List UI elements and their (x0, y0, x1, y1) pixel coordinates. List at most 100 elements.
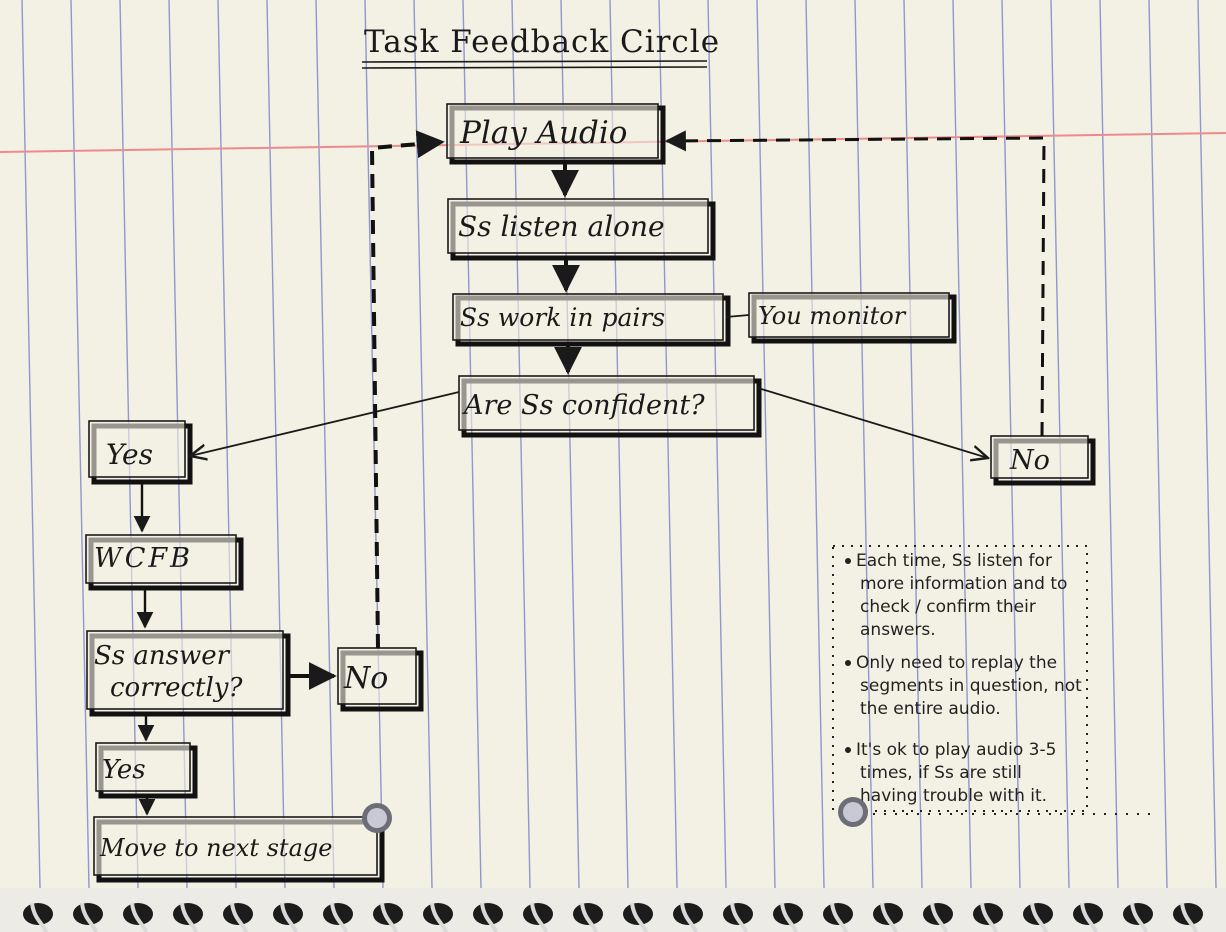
ruled-line (364, 0, 384, 889)
note-line: Each time, Ss listen for (856, 551, 1052, 571)
spiral-wire (730, 902, 748, 932)
ruled-line (756, 0, 776, 889)
spiral-wire (330, 902, 348, 932)
spiral-loop (1023, 903, 1053, 925)
ruled-line (1148, 0, 1168, 889)
spiral-wire (1130, 902, 1148, 932)
note-line: having trouble with it. (860, 786, 1047, 806)
node-next-stage: Move to next stage (93, 816, 385, 883)
diagram-title: Task Feedback Circle (364, 24, 720, 60)
spiral-wire (580, 902, 598, 932)
spiral-wire (880, 902, 898, 932)
note-bullet (845, 747, 851, 753)
note-line: answers. (860, 620, 936, 640)
spiral-loop (673, 903, 703, 925)
ruled-line (952, 0, 972, 889)
arrow-to-yes (190, 391, 460, 456)
node-listen-alone: Ss listen alone (447, 198, 716, 261)
spiral-binding (23, 902, 1203, 932)
spiral-loop (273, 903, 303, 925)
spiral-wire (230, 902, 248, 932)
spiral-wire (1080, 902, 1098, 932)
connector-monitor (725, 314, 750, 318)
notes-border (832, 545, 1088, 812)
spiral-loop (373, 903, 403, 925)
spiral-loop (223, 903, 253, 925)
node-yes-answer: Yes (95, 742, 198, 799)
spiral-loop (173, 903, 203, 925)
spiral-loop (623, 903, 653, 925)
node-wcfb: WCFB (85, 534, 244, 591)
spiral-loop (73, 903, 103, 925)
note-bullet (845, 660, 851, 666)
note-line: check / confirm their (860, 597, 1036, 617)
notes-text: Each time, Ss listen for more information… (845, 551, 1082, 806)
spiral-loop (1173, 903, 1203, 925)
node-play-audio: Play Audio (446, 103, 666, 165)
spiral-loop (473, 903, 503, 925)
note-line: It's ok to play audio 3-5 (856, 740, 1056, 760)
spiral-loop (973, 903, 1003, 925)
node-label: correctly? (110, 673, 243, 703)
note-line: the entire audio. (860, 699, 1001, 719)
node-label: Move to next stage (99, 834, 332, 862)
node-label: Are Ss confident? (461, 390, 705, 421)
note-line: segments in question, not (860, 676, 1082, 696)
spiral-wire (380, 902, 398, 932)
ruled-line (1099, 0, 1119, 889)
spiral-wire (830, 902, 848, 932)
spiral-loop (123, 903, 153, 925)
note-bullet (845, 558, 851, 564)
spiral-wire (930, 902, 948, 932)
node-label: Yes (106, 438, 153, 471)
spiral-wire (130, 902, 148, 932)
ruled-line (1197, 0, 1217, 889)
node-yes-confident: Yes (88, 420, 193, 485)
spiral-wire (30, 902, 48, 932)
note-line: more information and to (860, 574, 1067, 594)
spiral-loop (23, 903, 53, 925)
loop-arrow-left (369, 130, 445, 649)
ruled-line (70, 0, 90, 889)
ruled-line (21, 0, 41, 889)
node-label: WCFB (94, 543, 193, 574)
title-underline (361, 66, 708, 69)
spiral-loop (1123, 903, 1153, 925)
spiral-loop (523, 903, 553, 925)
node-you-monitor: You monitor (748, 292, 957, 344)
node-label: Ss listen alone (458, 210, 665, 243)
spiral-loop (773, 903, 803, 925)
node-no-confident: No (990, 435, 1096, 486)
punch-holes (362, 797, 868, 833)
spiral-wire (1030, 902, 1048, 932)
spiral-loop (1073, 903, 1103, 925)
note-line: times, if Ss are still (860, 763, 1022, 783)
spiral-wire (180, 902, 198, 932)
node-no-answer: No (337, 647, 424, 712)
ruled-line (805, 0, 825, 889)
spiral-wire (480, 902, 498, 932)
node-answer-correctly: Ss answer correctly? (86, 630, 291, 717)
spiral-loop (873, 903, 903, 925)
node-label: You monitor (758, 302, 907, 330)
title-underline (361, 60, 708, 63)
spiral-loop (573, 903, 603, 925)
node-label: Ss work in pairs (460, 303, 665, 332)
spiral-wire (430, 902, 448, 932)
note-line: Only need to replay the (856, 653, 1057, 673)
node-label: Ss answer (94, 641, 231, 671)
flow-arrows (133, 160, 582, 816)
ruled-line (707, 0, 727, 889)
spiral-loop (423, 903, 453, 925)
spiral-loop (323, 903, 353, 925)
node-label: No (1009, 445, 1050, 476)
spiral-wire (1180, 902, 1198, 932)
spiral-wire (680, 902, 698, 932)
spiral-wire (80, 902, 98, 932)
spiral-loop (823, 903, 853, 925)
spiral-loop (723, 903, 753, 925)
ruled-line (903, 0, 923, 889)
spiral-wire (530, 902, 548, 932)
